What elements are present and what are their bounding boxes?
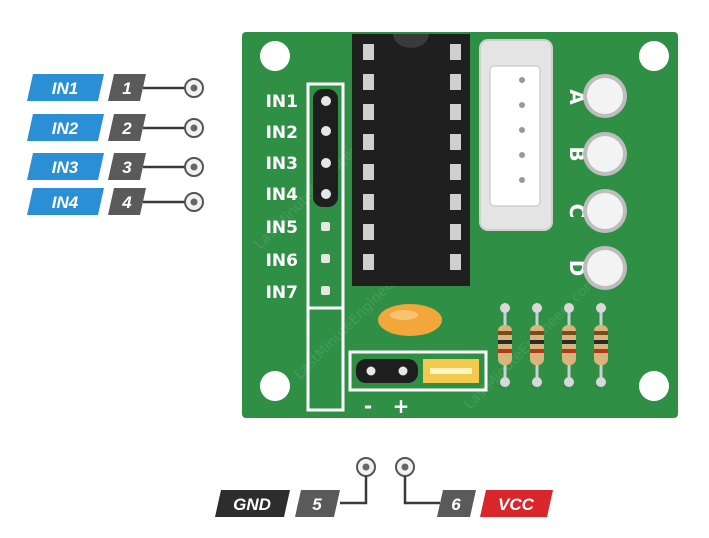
pin-5-tag: [295, 490, 340, 517]
resistors: [498, 303, 608, 387]
input-pin-labels: IN1 1 IN2 2 IN3 3: [27, 74, 204, 215]
header-pad-in7: [321, 286, 330, 295]
motor-connector: [479, 39, 553, 231]
header-label-in3: IN3: [266, 154, 298, 174]
power-minus-label: -: [364, 394, 372, 418]
header-pin-in2: [321, 126, 331, 136]
header-pad-in6: [321, 254, 330, 263]
pin-3-tag: [108, 153, 146, 180]
resistor-2: [530, 303, 544, 387]
in1-label: IN1: [52, 79, 78, 98]
in3-label-tag: [27, 153, 104, 180]
status-leds: [583, 74, 627, 290]
header-pin-in3: [321, 158, 331, 168]
header-label-in7: IN7: [266, 283, 298, 303]
pin-2-number: 2: [121, 119, 132, 138]
in3-label: IN3: [52, 158, 79, 177]
pcb-board: LastMinuteEngineers.com LastMinuteEngine…: [242, 32, 678, 418]
led-d: [587, 250, 623, 286]
motor-label-d: D: [565, 260, 589, 277]
mounting-hole-top-right: [639, 41, 669, 71]
power-plus-label: +: [393, 394, 410, 418]
header-outline: [306, 82, 345, 412]
header-pins-in1-in4: [313, 89, 338, 207]
gnd-label-tag: [215, 490, 290, 517]
pin-4-tag: [108, 188, 146, 215]
mounting-hole-top-left: [260, 41, 290, 71]
in4-label-tag: [27, 188, 104, 215]
resistor-4: [594, 303, 608, 387]
vcc-label: VCC: [498, 495, 535, 514]
ic-notch: [393, 34, 429, 48]
mounting-hole-bottom-right: [639, 371, 669, 401]
resistor-1: [498, 303, 512, 387]
ic-body: [352, 34, 470, 286]
in1-label-tag: [27, 74, 104, 101]
header-label-in6: IN6: [266, 251, 298, 271]
header-pin-in4: [321, 189, 331, 199]
pin-6-tag: [437, 490, 476, 517]
header-pin-in1: [321, 96, 331, 106]
mounting-hole-bottom-left: [260, 371, 290, 401]
power-header-outline: [348, 350, 488, 392]
gnd-wire: [340, 476, 368, 505]
motor-label-b: B: [565, 146, 589, 161]
gnd-label: GND: [233, 495, 271, 514]
motor-label-c: C: [565, 204, 589, 219]
in2-label: IN2: [52, 119, 79, 138]
header-pad-in5: [321, 222, 330, 231]
motor-label-a: A: [565, 89, 589, 105]
uln2003-ic: [352, 34, 470, 286]
pin-1-tag: [108, 74, 146, 101]
header-label-in1: IN1: [266, 92, 298, 112]
header-label-in2: IN2: [266, 123, 298, 143]
pin-2-tag: [108, 114, 146, 141]
led-b: [587, 136, 623, 172]
power-header: - +: [348, 350, 488, 418]
pin-3-number: 3: [122, 158, 132, 177]
pin-6-number: 6: [451, 495, 461, 514]
input-row-3: IN3 3: [27, 153, 204, 180]
input-row-1: IN1 1: [27, 74, 204, 101]
pin-1-number: 1: [122, 79, 131, 98]
in4-label: IN4: [52, 193, 79, 212]
power-pin-labels: 5 GND 6 VCC: [215, 457, 553, 517]
led-a: [587, 78, 623, 114]
led-c: [587, 193, 623, 229]
pin-5-number: 5: [312, 495, 322, 514]
header-label-in5: IN5: [266, 218, 298, 238]
capacitor: [378, 304, 442, 336]
input-row-4: IN4 4: [27, 188, 204, 215]
input-row-2: IN2 2: [27, 114, 204, 141]
header-label-in4: IN4: [266, 185, 299, 205]
pin-4-number: 4: [121, 193, 132, 212]
vcc-label-tag: [480, 490, 553, 517]
resistor-3: [562, 303, 576, 387]
vcc-wire: [403, 476, 440, 505]
power-header-pins: [356, 359, 418, 383]
in2-label-tag: [27, 114, 104, 141]
